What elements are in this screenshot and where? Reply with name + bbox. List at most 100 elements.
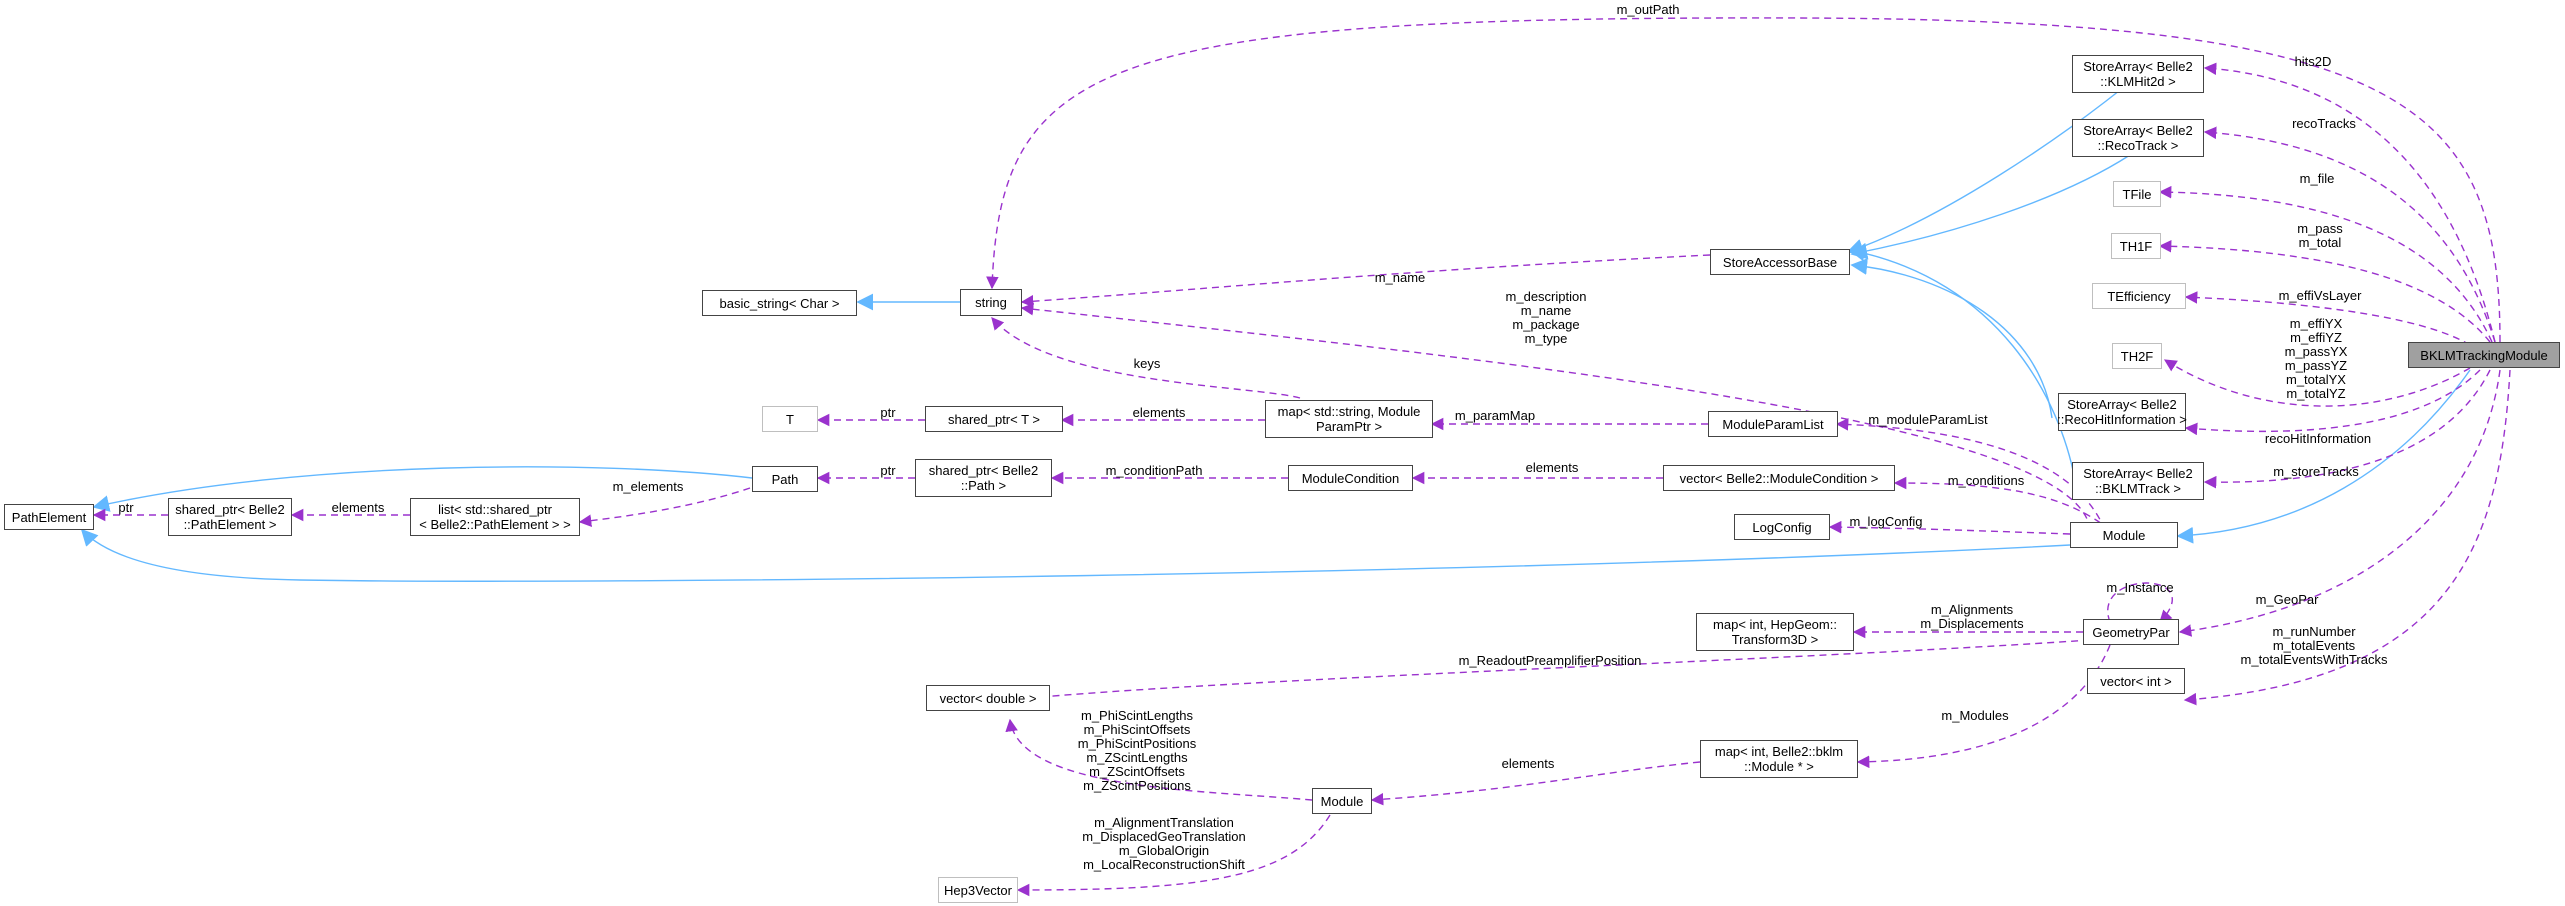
node-label-line: ParamPtr > [1315, 419, 1383, 434]
edge-label-line: m_logConfig [1850, 514, 1923, 529]
node-vector-double[interactable]: vector< double > [926, 685, 1050, 711]
label-readout: m_ReadoutPreamplifierPosition [1459, 653, 1642, 668]
edge-label-line: m_DisplacedGeoTranslation [1082, 829, 1246, 844]
label-conditions: m_conditions [1948, 473, 2025, 488]
edge-label-line: m_Instance [2106, 580, 2173, 595]
edge-logconfig [1828, 520, 2071, 535]
edge-label-line: m_GlobalOrigin [1119, 843, 1209, 858]
edge-label-line: m_PhiScintPositions [1078, 736, 1197, 751]
node-bklm-module[interactable]: Module [1312, 788, 1372, 814]
node-path[interactable]: Path [752, 466, 818, 492]
node-module[interactable]: Module [2070, 522, 2178, 548]
node-string[interactable]: string [960, 289, 1022, 316]
node-label-line: ::RecoHitInformation > [2057, 412, 2187, 427]
node-storeaccessorbase[interactable]: StoreAccessorBase [1710, 249, 1850, 275]
edge-mpass [2158, 239, 2491, 343]
node-vector-int[interactable]: vector< int > [2087, 668, 2185, 694]
node-label-line: PathElement [11, 509, 87, 525]
label-recotracks: recoTracks [2292, 116, 2356, 131]
node-label-line: Transform3D > [1731, 632, 1819, 647]
edge-scint [1005, 718, 1313, 801]
edge-bklmtracking-module [2176, 369, 2471, 544]
edge-label-line: elements [1526, 460, 1579, 475]
node-storearray-bklmtrack[interactable]: StoreArray< Belle2::BKLMTrack > [2072, 462, 2204, 500]
node-t[interactable]: T [762, 406, 818, 432]
edge-label-line: ptr [118, 500, 134, 515]
edge-label-line: m_ZScintOffsets [1089, 764, 1185, 779]
node-label-line: LogConfig [1752, 519, 1812, 535]
edge-label-line: elements [1133, 405, 1186, 420]
node-list-pathelement[interactable]: list< std::shared_ptr< Belle2::PathEleme… [410, 498, 580, 536]
node-tefficiency[interactable]: TEfficiency [2092, 283, 2186, 309]
node-label-line: TFile [2122, 186, 2152, 202]
edge-label-line: m_pass [2297, 221, 2343, 236]
edge-label-line: m_elements [613, 479, 684, 494]
node-shared-ptr-path[interactable]: shared_ptr< Belle2::Path > [915, 459, 1052, 497]
node-vector-modulecondition[interactable]: vector< Belle2::ModuleCondition > [1663, 465, 1895, 491]
node-hep3vector[interactable]: Hep3Vector [938, 877, 1018, 903]
edge-label-line: m_totalYX [2286, 372, 2346, 387]
node-label-line: Path [771, 471, 799, 487]
label-elements-mod: elements [1502, 756, 1555, 771]
node-moduleparamlist[interactable]: ModuleParamList [1708, 411, 1838, 437]
edge-mname [1020, 254, 1711, 308]
node-basic-string[interactable]: basic_string< Char > [702, 290, 857, 316]
edge-effi2d [2163, 359, 2471, 407]
node-storearray-recotrack[interactable]: StoreArray< Belle2::RecoTrack > [2072, 119, 2204, 157]
label-storetracks: m_storeTracks [2273, 464, 2359, 479]
edge-label-line: recoTracks [2292, 116, 2356, 131]
edge-label-line: m_passYX [2285, 344, 2348, 359]
edge-storetracks [2203, 369, 2491, 489]
node-storearray-recohitinformation[interactable]: StoreArray< Belle2::RecoHitInformation > [2057, 393, 2187, 431]
node-label-line: ::Path > [960, 478, 1007, 493]
node-label-line: Module [2102, 527, 2146, 543]
edge-mfile [2158, 185, 2493, 343]
node-th1f[interactable]: TH1F [2111, 233, 2161, 259]
edge-label-line: m_file [2300, 171, 2335, 186]
node-modulecondition[interactable]: ModuleCondition [1288, 465, 1413, 491]
node-label-line: vector< Belle2::ModuleCondition > [1679, 470, 1879, 486]
edge-label-line: m_outPath [1617, 2, 1680, 17]
node-label-line: ::PathElement > [183, 517, 277, 532]
node-label-line: StoreArray< Belle2 [2083, 123, 2193, 138]
node-pathelement[interactable]: PathElement [4, 504, 94, 530]
node-storearray-klmhit2d[interactable]: StoreArray< Belle2::KLMHit2d > [2072, 55, 2204, 93]
node-label-line: StoreArray< Belle2 [2083, 59, 2193, 74]
node-label-line: BKLMTrackingModule [2420, 347, 2548, 363]
edge-label-line: m_effiYZ [2290, 330, 2342, 345]
edge-minstance [2107, 582, 2173, 623]
node-label-line: GeometryPar [2092, 624, 2170, 640]
node-geometrypar[interactable]: GeometryPar [2083, 619, 2179, 645]
edge-label-line: m_totalEvents [2273, 638, 2356, 653]
node-label-line: string [975, 295, 1007, 310]
edge-label-line: m_PhiScintOffsets [1084, 722, 1191, 737]
node-label-line: Hep3Vector [944, 882, 1012, 898]
edge-label-line: m_paramMap [1455, 408, 1535, 423]
edge-klmhit2d-storeaccessor [1846, 73, 2141, 255]
node-th2f[interactable]: TH2F [2112, 343, 2162, 369]
node-shared-ptr-pathelement[interactable]: shared_ptr< Belle2::PathElement > [168, 498, 292, 536]
node-logconfig[interactable]: LogConfig [1734, 514, 1830, 540]
node-bklmtrackingmodule[interactable]: BKLMTrackingModule [2408, 342, 2560, 368]
node-tfile[interactable]: TFile [2113, 181, 2161, 207]
edge-label-line: recoHitInformation [2265, 431, 2371, 446]
node-label-line: StoreAccessorBase [1722, 254, 1838, 270]
label-ptr-pe: ptr [118, 500, 134, 515]
edge-label-line: m_effiVsLayer [2279, 288, 2363, 303]
edge-label-line: m_passYZ [2285, 358, 2347, 373]
edge-label-line: m_PhiScintLengths [1081, 708, 1194, 723]
edge-label-line: m_runNumber [2272, 624, 2356, 639]
edge-label-line: keys [1134, 356, 1161, 371]
node-map-transform3d[interactable]: map< int, HepGeom::Transform3D > [1696, 613, 1854, 651]
label-elements-map: elements [1133, 405, 1186, 420]
node-map-bklmmodule[interactable]: map< int, Belle2::bklm::Module * > [1700, 740, 1858, 778]
node-label-line: ::KLMHit2d > [2100, 74, 2176, 89]
edge-label-line: m_LocalReconstructionShift [1083, 857, 1245, 872]
node-shared-ptr-t[interactable]: shared_ptr< T > [925, 406, 1063, 432]
